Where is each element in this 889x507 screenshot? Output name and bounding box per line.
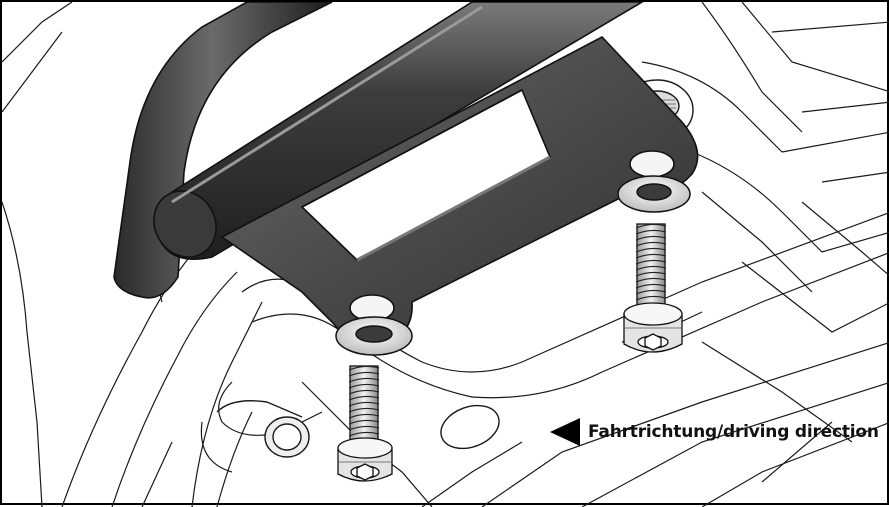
washers (335, 175, 691, 356)
bolt-left (337, 365, 393, 482)
rack-bracket (220, 36, 699, 344)
bolt-right (623, 223, 683, 353)
driving-direction-label: Fahrtrichtung/driving direction (588, 422, 879, 442)
direction-arrow-icon (550, 418, 580, 446)
rack-tube (113, 2, 644, 299)
